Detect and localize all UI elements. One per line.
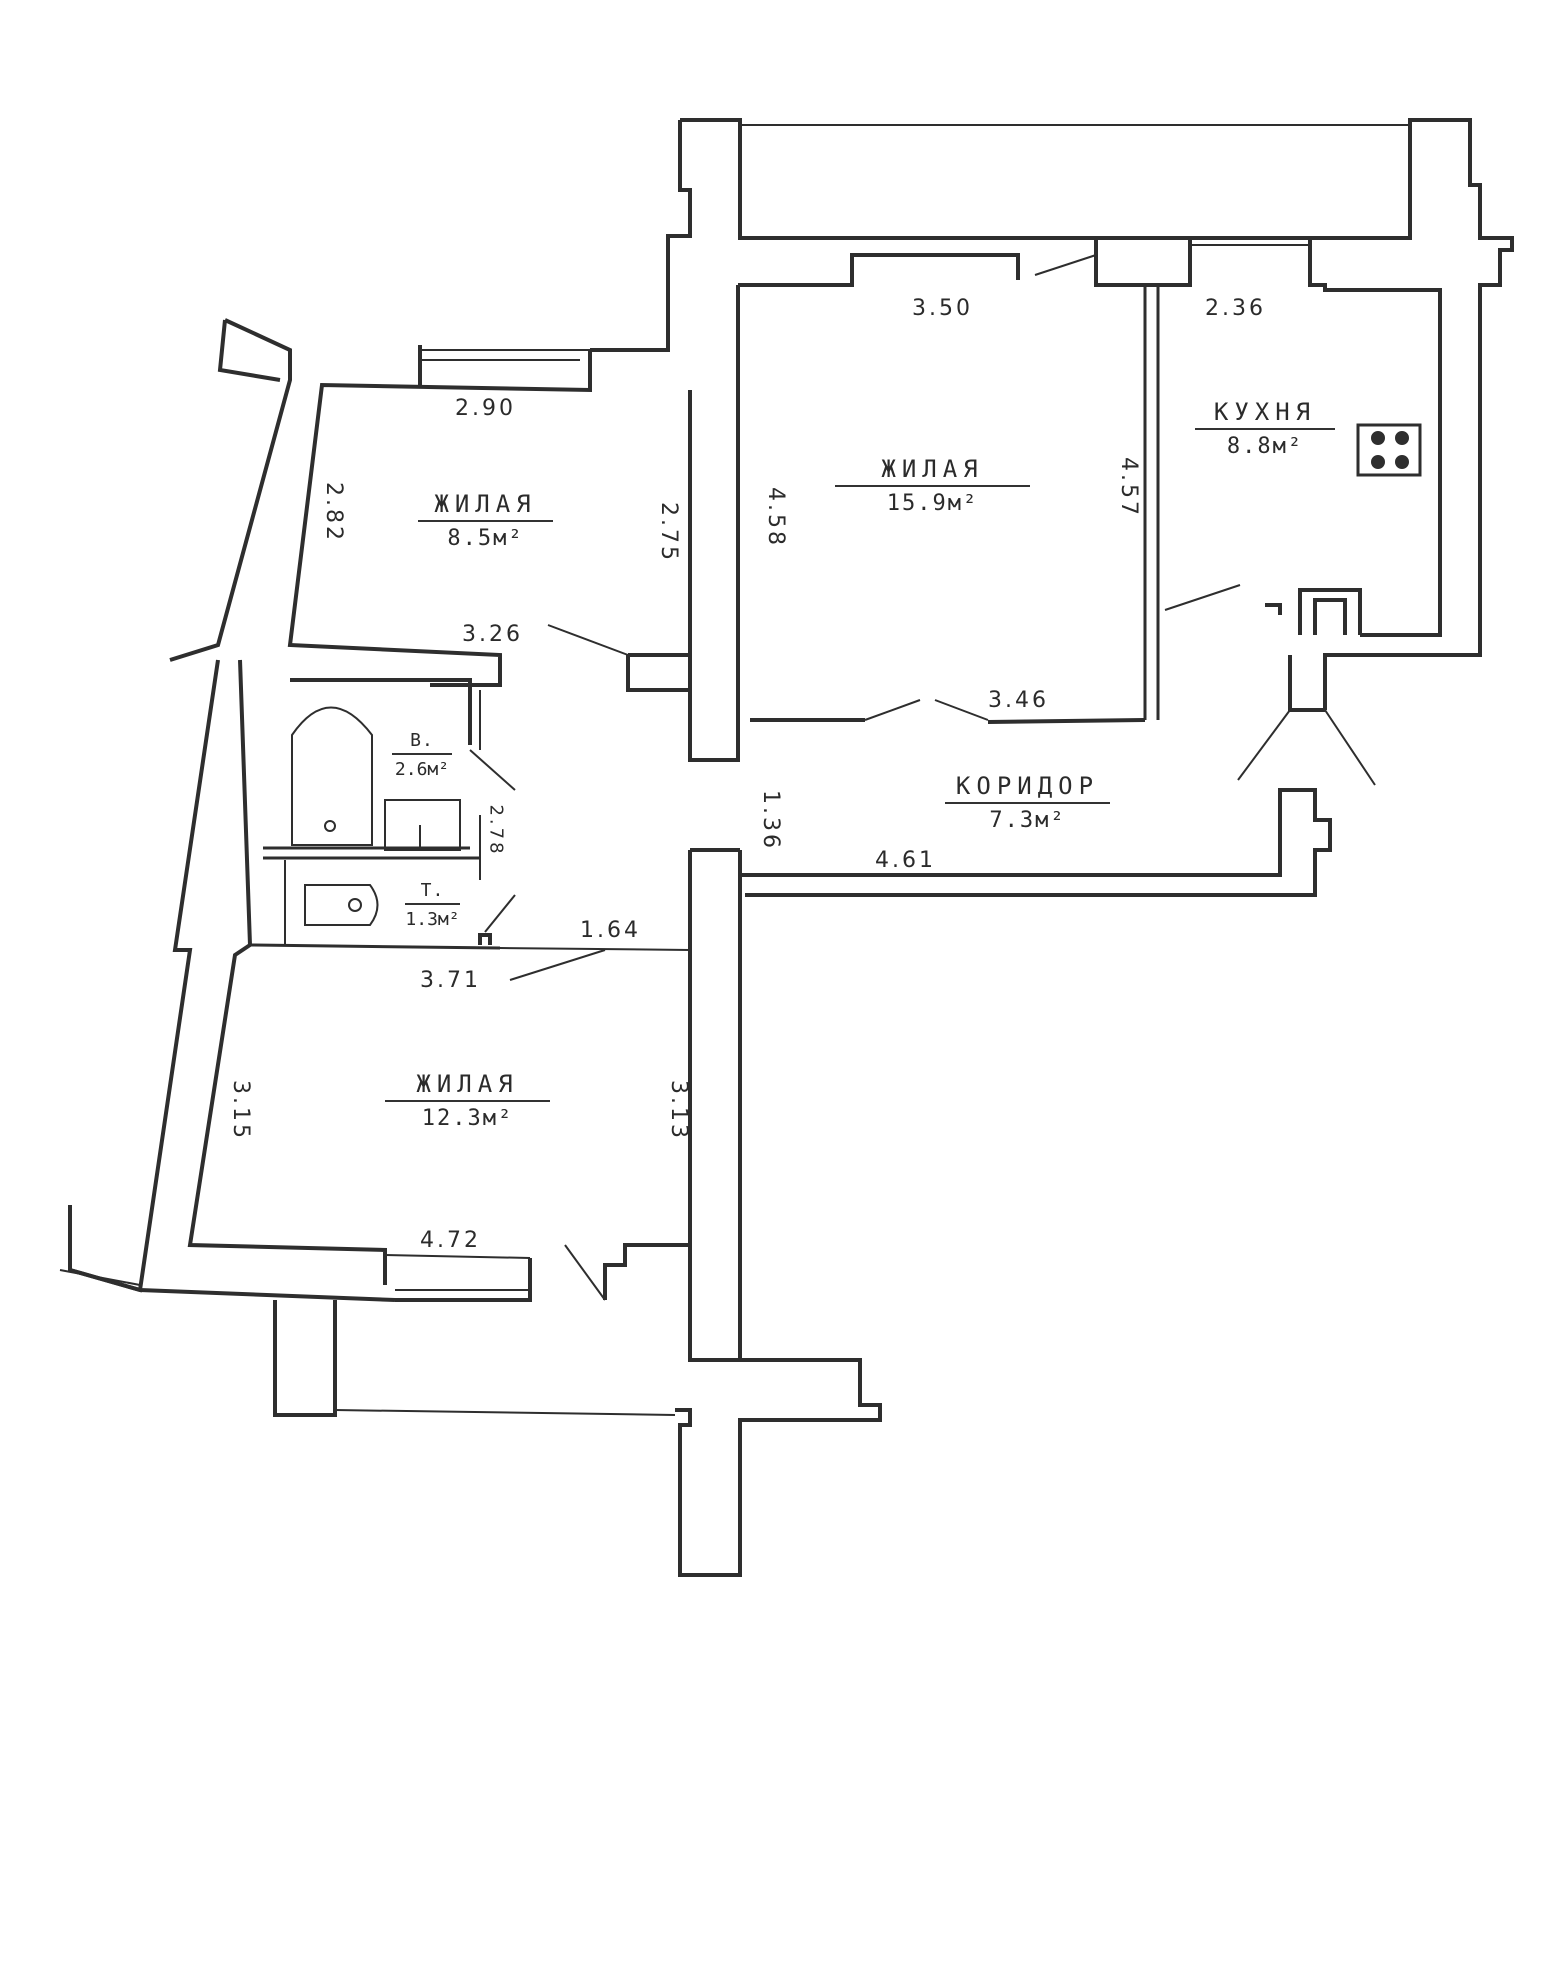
room-name: КУХНЯ [1195,398,1335,430]
room-bathroom: В. 2.6м² [392,730,452,780]
dim-bottom-right: 3.13 [665,1080,691,1141]
room-name: ЖИЛАЯ [418,490,553,522]
dim-bottom-left: 3.15 [227,1080,253,1141]
room-toilet: Т. 1.3м² [405,880,460,930]
dim-corridor-bottom: 4.61 [875,848,936,873]
corridor-walls [690,584,1376,897]
dim-large-top: 3.50 [912,296,973,321]
bathroom-walls [249,678,516,950]
room-name: В. [392,730,452,755]
dim-bath-side: 2.78 [485,804,507,857]
room-area: 2.6м² [394,759,450,780]
dim-small-right: 2.75 [655,502,681,563]
bottom-room-walls [59,659,882,1577]
dim-small-top: 2.90 [455,396,516,421]
stove-icon [1356,423,1422,477]
room-living-bottom: ЖИЛАЯ 12.3м² [385,1070,550,1131]
room-living-large: ЖИЛАЯ 15.9м² [835,455,1030,516]
room-name: ЖИЛАЯ [835,455,1030,487]
dim-small-left: 2.82 [320,482,346,543]
large-room-walls [688,237,1442,762]
room-kitchen: КУХНЯ 8.8м² [1195,398,1335,459]
dim-small-bottom: 3.26 [462,622,523,647]
dim-kitchen-top: 2.36 [1205,296,1266,321]
dim-bottom-bottom: 4.72 [420,1228,481,1253]
room-area: 8.5м² [447,526,524,551]
dim-large-right: 4.57 [1115,457,1141,518]
room-name: Т. [405,880,460,905]
room-area: 1.3м² [405,909,460,930]
room-area: 8.8м² [1226,434,1304,459]
small-room-walls [169,318,692,692]
dim-large-left: 4.58 [762,487,788,548]
room-area: 12.3м² [421,1106,514,1131]
room-area: 15.9м² [886,491,979,516]
room-name: ЖИЛАЯ [385,1070,550,1102]
dim-corridor-width: 1.36 [757,790,783,851]
dim-bottom-top: 3.71 [420,968,481,993]
room-name: КОРИДОР [945,772,1110,804]
top-balcony [590,118,1514,710]
room-corridor: КОРИДОР 7.3м² [945,772,1110,833]
dim-large-bottom: 3.46 [988,688,1049,713]
dim-toilet-bottom: 1.64 [580,918,641,943]
room-area: 7.3м² [989,808,1066,833]
room-living-small: ЖИЛАЯ 8.5м² [418,490,553,551]
